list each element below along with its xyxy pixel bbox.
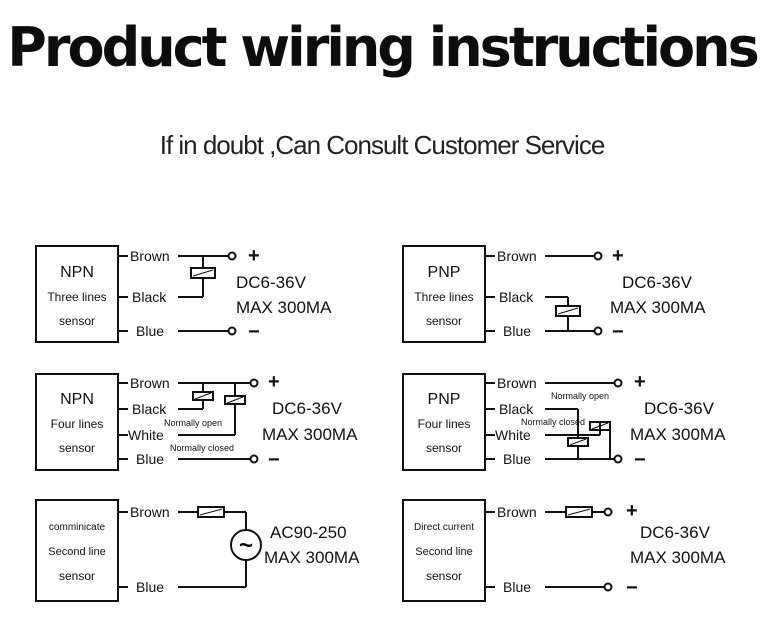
wire-brown-label: Brown	[130, 504, 170, 520]
box-line-2: Second line	[48, 546, 106, 558]
negative-symbol: −	[634, 449, 646, 471]
spec-voltage: DC6-36V	[640, 523, 711, 542]
box-line-3: sensor	[426, 441, 462, 455]
diagram-npn-three-lines	[35, 245, 237, 343]
wire-white-label: White	[128, 427, 164, 443]
sensor-box	[35, 499, 119, 602]
box-line-3: sensor	[59, 314, 95, 328]
box-line-3: sensor	[426, 569, 462, 583]
spec-current: MAX 300MA	[262, 425, 358, 444]
spec-current: MAX 300MA	[236, 298, 332, 317]
wire-black-label: Black	[132, 401, 167, 417]
wire-black-label: Black	[132, 289, 167, 305]
negative-symbol: −	[612, 321, 624, 343]
terminal-negative	[613, 454, 623, 464]
wire-black-label: Black	[499, 289, 534, 305]
spec-current: MAX 300MA	[630, 425, 726, 444]
box-line-2: Three lines	[47, 290, 106, 304]
spec-current: MAX 300MA	[264, 548, 360, 567]
negative-symbol: −	[626, 577, 638, 599]
box-line-3: sensor	[59, 569, 95, 583]
positive-symbol: +	[612, 245, 624, 267]
sensor-box	[35, 373, 119, 471]
sensor-box	[402, 245, 486, 343]
wire-white-label: White	[495, 427, 531, 443]
wire-blue-label: Blue	[503, 579, 531, 595]
ac-wave-icon: ~	[239, 532, 253, 559]
negative-symbol: −	[248, 321, 260, 343]
terminal-negative	[603, 582, 613, 592]
negative-symbol: −	[268, 449, 280, 471]
box-line-2: Second line	[415, 546, 473, 558]
terminal-positive	[613, 378, 623, 388]
normally-closed-note: Normally closed	[170, 443, 234, 453]
positive-symbol: +	[634, 371, 646, 393]
sensor-box	[35, 245, 119, 343]
box-line-3: sensor	[426, 314, 462, 328]
terminal-negative	[227, 326, 237, 336]
box-line-1: NPN	[60, 391, 94, 408]
box-line-1: comminicate	[49, 522, 106, 533]
positive-symbol: +	[268, 371, 280, 393]
box-line-1: PNP	[428, 264, 461, 281]
spec-voltage: DC6-36V	[622, 273, 693, 292]
terminal-positive	[603, 507, 613, 517]
wire-blue-label: Blue	[136, 451, 164, 467]
wire-brown-label: Brown	[497, 375, 537, 391]
wire-blue-label: Blue	[503, 323, 531, 339]
wire-brown-label: Brown	[497, 248, 537, 264]
page-title: Product wiring instructions	[7, 16, 759, 79]
terminal-negative	[593, 326, 603, 336]
diagram-pnp-four-lines	[402, 373, 623, 471]
normally-open-note: Normally open	[551, 391, 609, 401]
wire-black-label: Black	[499, 401, 534, 417]
box-line-2: Four lines	[51, 417, 104, 431]
spec-current: MAX 300MA	[630, 548, 726, 567]
box-line-1: NPN	[60, 264, 94, 281]
sensor-box	[402, 499, 486, 602]
positive-symbol: +	[248, 245, 260, 267]
terminal-positive	[593, 251, 603, 261]
wire-brown-label: Brown	[497, 504, 537, 520]
page-subtitle: If in doubt ,Can Consult Customer Servic…	[159, 130, 606, 160]
normally-open-note: Normally open	[164, 418, 222, 428]
wire-blue-label: Blue	[136, 579, 164, 595]
wire-blue-label: Blue	[136, 323, 164, 339]
spec-voltage: DC6-36V	[644, 399, 715, 418]
spec-voltage: DC6-36V	[236, 273, 307, 292]
spec-current: MAX 300MA	[610, 298, 706, 317]
wire-brown-label: Brown	[130, 375, 170, 391]
diagram-ac-second-line	[35, 499, 262, 602]
positive-symbol: +	[626, 500, 638, 522]
wire-brown-label: Brown	[130, 248, 170, 264]
box-line-1: Direct current	[414, 522, 474, 533]
diagram-npn-four-lines	[35, 373, 259, 471]
diagram-pnp-three-lines	[402, 245, 603, 343]
sensor-box	[402, 373, 486, 471]
diagram-dc-second-line	[402, 499, 613, 602]
normally-closed-note: Normally closed	[521, 417, 585, 427]
box-line-3: sensor	[59, 441, 95, 455]
terminal-positive	[249, 378, 259, 388]
terminal-positive	[227, 251, 237, 261]
spec-voltage: AC90-250	[270, 523, 347, 542]
box-line-2: Four lines	[418, 417, 471, 431]
wire-blue-label: Blue	[503, 451, 531, 467]
terminal-negative	[249, 454, 259, 464]
box-line-1: PNP	[428, 391, 461, 408]
spec-voltage: DC6-36V	[272, 399, 343, 418]
box-line-2: Three lines	[414, 290, 473, 304]
